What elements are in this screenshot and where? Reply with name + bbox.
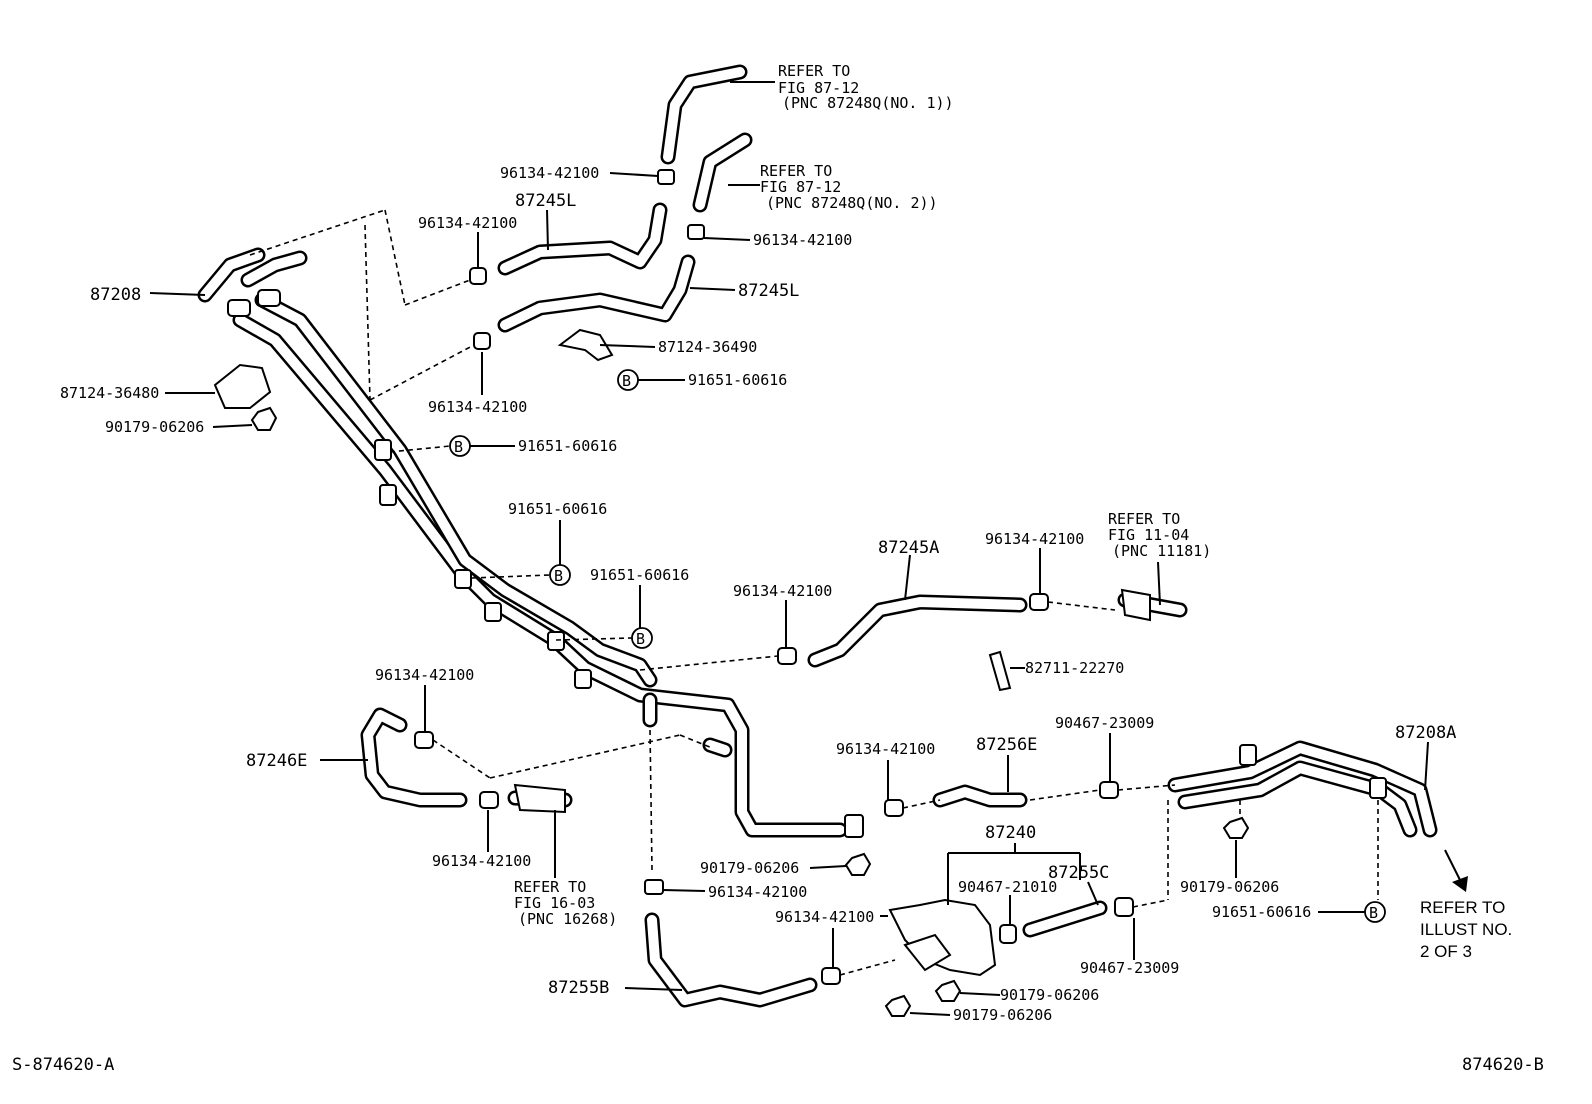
- main-pipe-upper: [232, 312, 848, 838]
- diagram-code-left: S-874620-A: [12, 1055, 114, 1075]
- part-label: 87208A: [1395, 723, 1456, 743]
- b-marker-label: B: [454, 438, 463, 456]
- part-label: 91651-60616: [508, 500, 607, 518]
- refer-note-2-line1: REFER TO: [760, 162, 832, 180]
- refer-note-1-line2: FIG 87-12: [778, 79, 859, 97]
- part-labels: REFER TO FIG 87-12 (PNC 87248Q(NO. 1)) 9…: [12, 62, 1544, 1075]
- brackets: [213, 289, 1387, 977]
- part-label: 91651-60616: [518, 437, 617, 455]
- part-label: 82711-22270: [1025, 659, 1124, 677]
- part-label: 96134-42100: [708, 883, 807, 901]
- part-label: 87245L: [738, 281, 799, 301]
- part-label: 87246E: [246, 751, 307, 771]
- b-markers: B B B B B: [449, 369, 1386, 923]
- part-label: 91651-60616: [688, 371, 787, 389]
- part-label: 87255B: [548, 978, 609, 998]
- refer-note-2-line2: FIG 87-12: [760, 178, 841, 196]
- part-label: 90179-06206: [1180, 878, 1279, 896]
- part-label: 87240: [985, 823, 1036, 843]
- part-label: 87255C: [1048, 863, 1109, 883]
- part-label: 91651-60616: [1212, 903, 1311, 921]
- part-label: 96134-42100: [418, 214, 517, 232]
- part-label: 90467-23009: [1080, 959, 1179, 977]
- part-label: 96134-42100: [500, 164, 599, 182]
- part-label: 96134-42100: [432, 852, 531, 870]
- refer-note-4-line3: (PNC 16268): [518, 910, 617, 928]
- refer-note-4-line1: REFER TO: [514, 878, 586, 896]
- b-marker-label: B: [636, 630, 645, 648]
- part-label: 96134-42100: [733, 582, 832, 600]
- part-label: 87256E: [976, 735, 1037, 755]
- b-marker-label: B: [622, 372, 631, 390]
- part-label: 87245A: [878, 538, 939, 558]
- part-label: 90179-06206: [700, 859, 799, 877]
- leader-lines: [149, 81, 1468, 1016]
- b-marker-label: B: [554, 567, 563, 585]
- refer-note-5-line2: ILLUST NO.: [1420, 920, 1512, 939]
- part-label: 96134-42100: [375, 666, 474, 684]
- part-label: 87208: [90, 285, 141, 305]
- b-marker-label: B: [1369, 904, 1378, 922]
- refer-note-3-line2: FIG 11-04: [1108, 526, 1189, 544]
- part-label: 90179-06206: [105, 418, 204, 436]
- part-label: 87245L: [515, 191, 576, 211]
- hose-network: [197, 64, 1438, 1008]
- part-label: 87124-36490: [658, 338, 757, 356]
- part-label: 96134-42100: [836, 740, 935, 758]
- part-label: 90179-06206: [1000, 986, 1099, 1004]
- refer-note-3-line3: (PNC 11181): [1112, 542, 1211, 560]
- dashed-guides: [249, 209, 1379, 976]
- part-label: 91651-60616: [590, 566, 689, 584]
- part-label: 90179-06206: [953, 1006, 1052, 1024]
- part-label: 96134-42100: [428, 398, 527, 416]
- part-label: 96134-42100: [753, 231, 852, 249]
- nuts: [250, 406, 1250, 1017]
- part-label: 90467-23009: [1055, 714, 1154, 732]
- refer-note-5-line3: 2 OF 3: [1420, 942, 1472, 961]
- part-label: 87124-36480: [60, 384, 159, 402]
- diagram-code-right: 874620-B: [1462, 1055, 1544, 1075]
- refer-note-5-line1: REFER TO: [1420, 898, 1505, 917]
- part-label: 96134-42100: [775, 908, 874, 926]
- refer-note-1-line1: REFER TO: [778, 62, 850, 80]
- refer-note-2-line3: (PNC 87248Q(NO. 2)): [766, 194, 938, 212]
- part-label: 90467-21010: [958, 878, 1057, 896]
- refer-note-3-line1: REFER TO: [1108, 510, 1180, 528]
- refer-note-1-line3: (PNC 87248Q(NO. 1)): [782, 94, 954, 112]
- part-label: 96134-42100: [985, 530, 1084, 548]
- refer-note-4-line2: FIG 16-03: [514, 894, 595, 912]
- main-pipe-lower: [254, 292, 658, 688]
